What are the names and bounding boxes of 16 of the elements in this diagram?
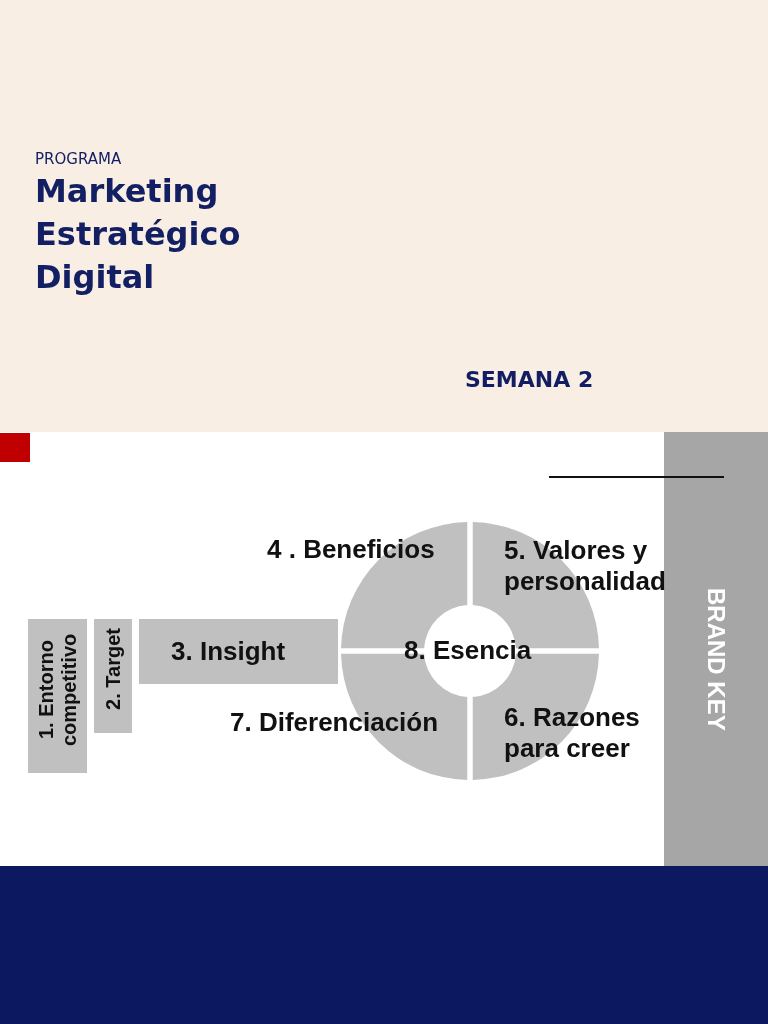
process-bar bbox=[139, 619, 338, 684]
segment-label: 4 . Beneficios bbox=[267, 534, 435, 565]
segment-label: 5. Valores y personalidad bbox=[504, 535, 667, 597]
segment-label: 7. Diferenciación bbox=[230, 707, 439, 738]
program-label: PROGRAMA bbox=[35, 150, 122, 168]
program-title: Marketing Estratégico Digital bbox=[35, 171, 241, 298]
side-band bbox=[664, 432, 768, 866]
vertical-bar bbox=[94, 619, 132, 733]
step-label: BRAND KEY bbox=[702, 587, 730, 731]
center-label: 8. Esencia bbox=[404, 635, 532, 666]
step-label: 2. Target bbox=[101, 628, 125, 710]
week-label: SEMANA 2 bbox=[465, 366, 594, 394]
segment-label: 6. Razones para creer bbox=[504, 702, 641, 764]
vertical-bar bbox=[28, 619, 87, 773]
step-label: 3. Insight bbox=[171, 636, 286, 667]
step-label: 1. Entorno competitivo bbox=[34, 632, 81, 749]
